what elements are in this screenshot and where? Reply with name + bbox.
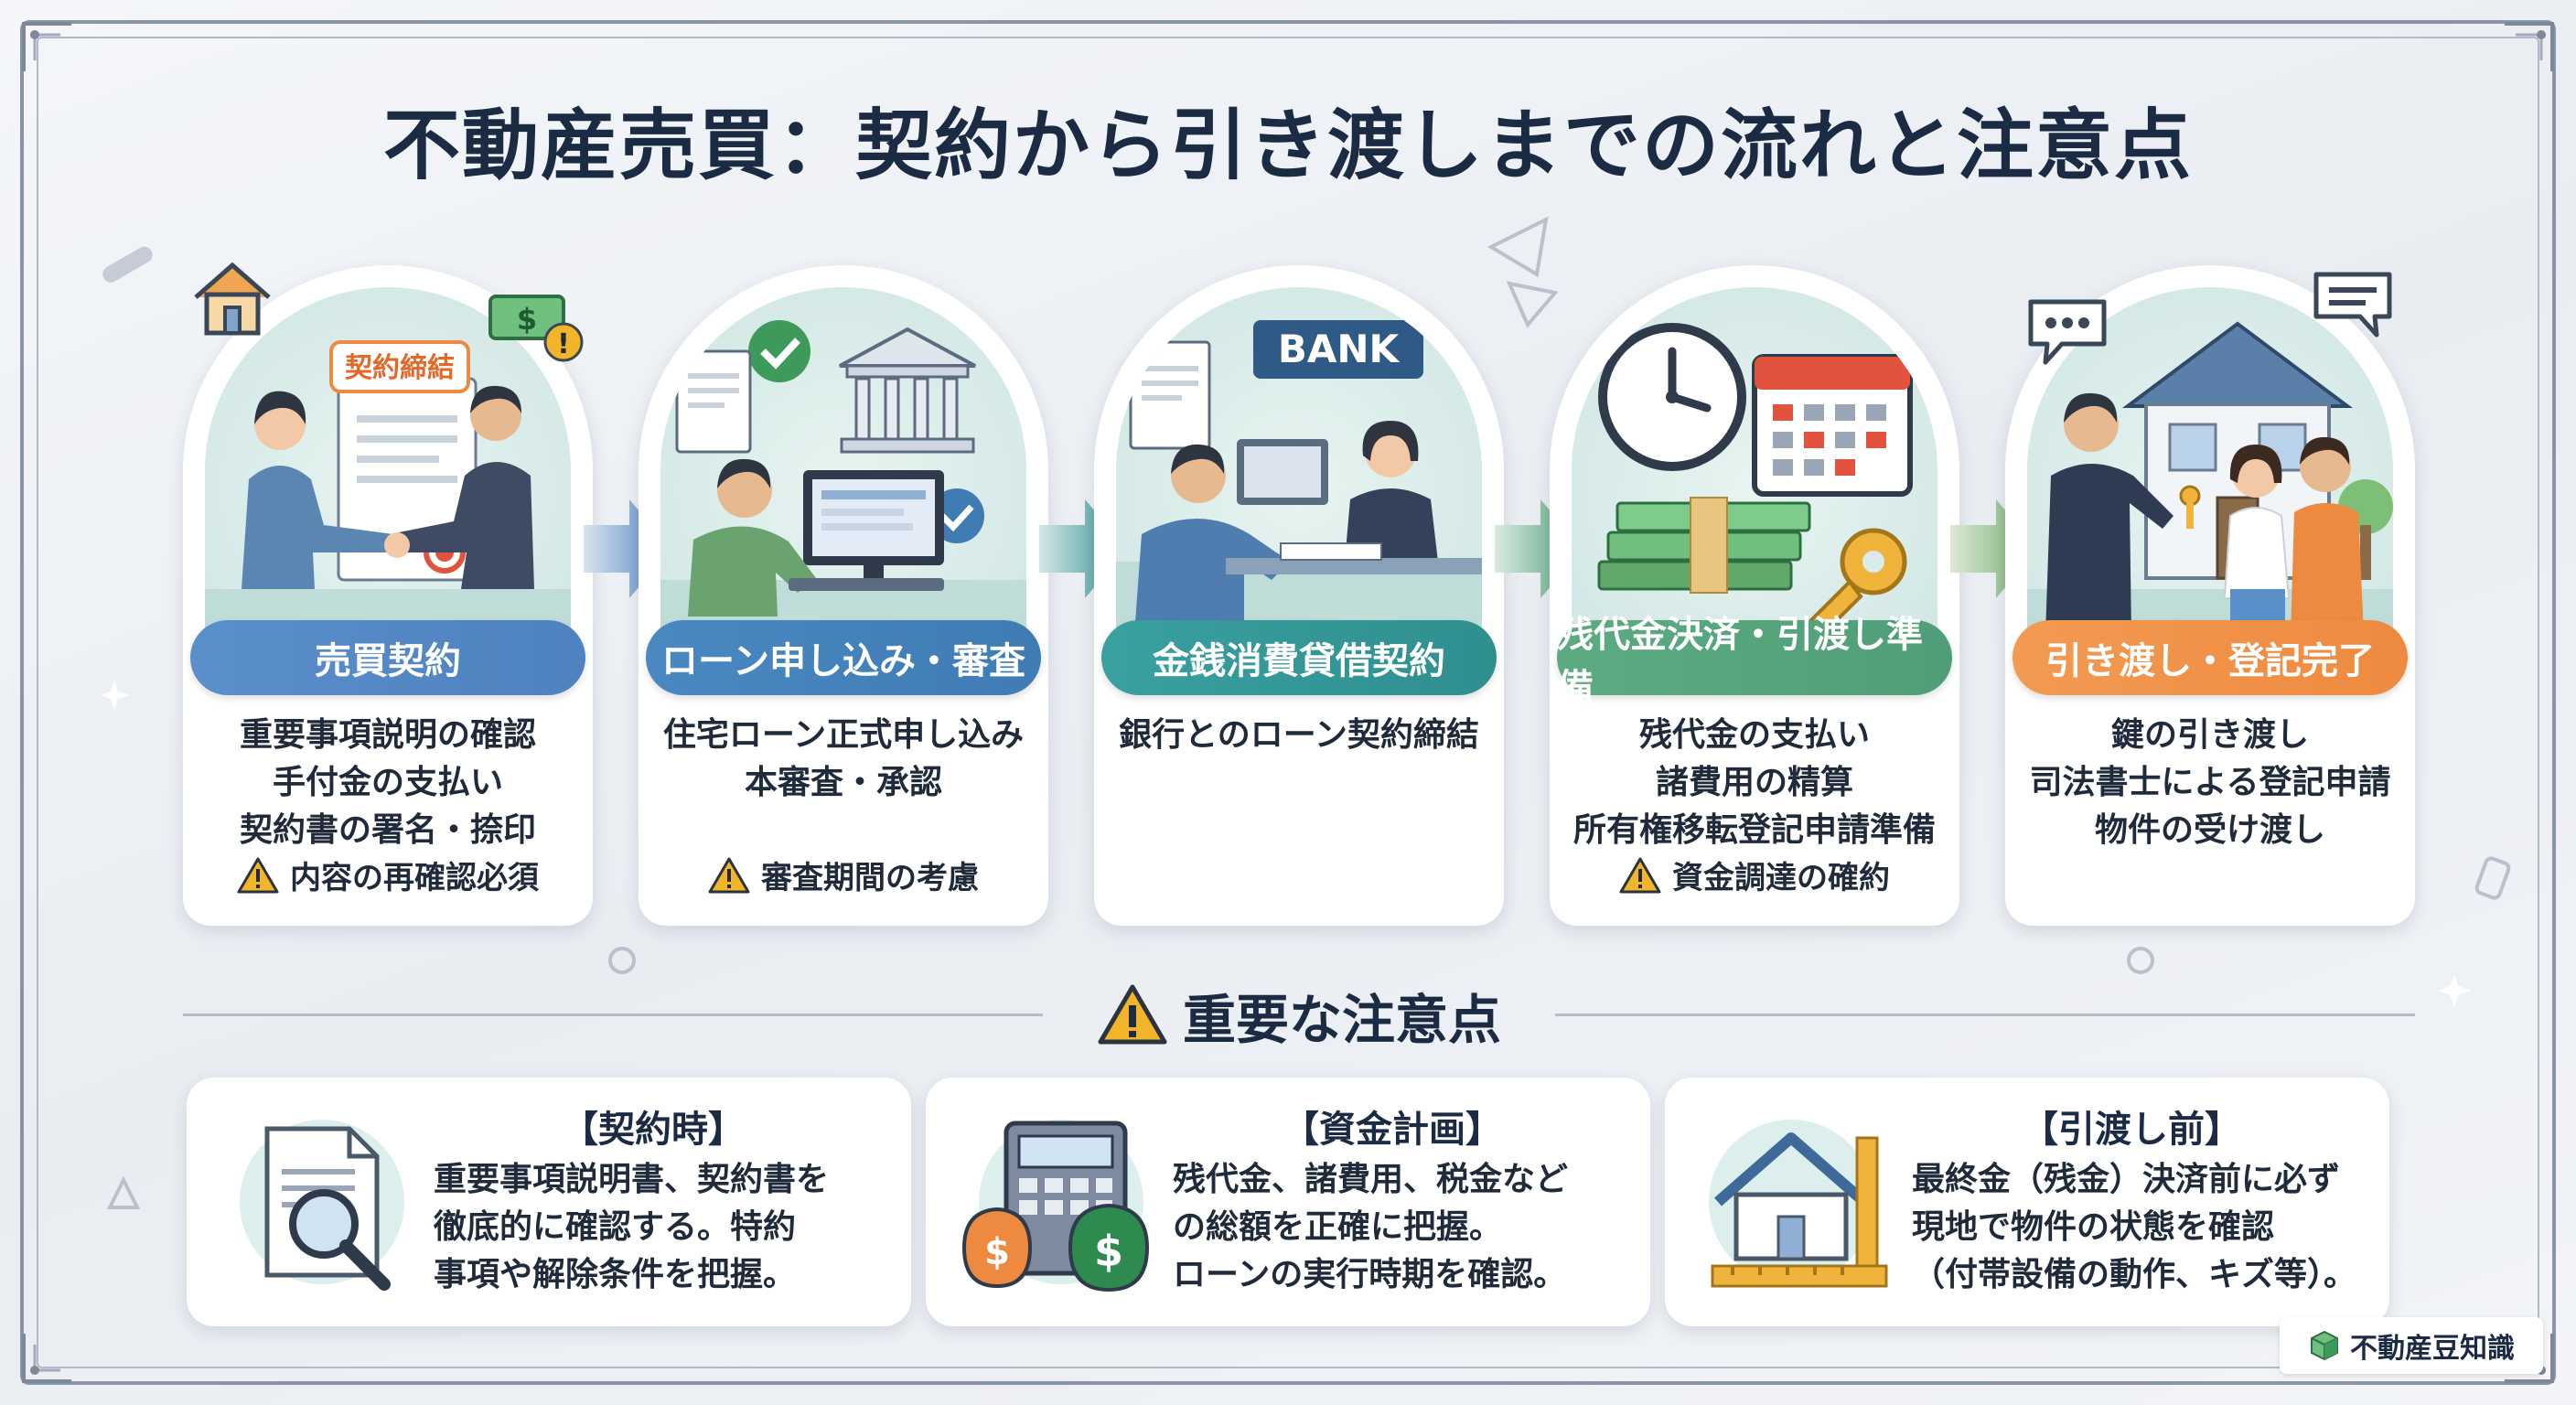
step-item: 手付金の支払い — [272, 764, 503, 801]
deco-rounded-rect — [2474, 856, 2511, 900]
step-items-handover: 鍵の引き渡し 司法書士による登記申請 物件の受け渡し — [2005, 712, 2415, 854]
tip-line: の総額を正確に把握。 — [1173, 1208, 1503, 1246]
brand-badge-text: 不動産豆知識 — [2350, 1333, 2515, 1365]
handover-illustration — [2027, 287, 2393, 653]
step-label-handover-text: 引き渡し・登記完了 — [2045, 640, 2375, 682]
step-item: 鍵の引き渡し — [2110, 716, 2309, 754]
step-item: 本審査・承認 — [744, 764, 942, 801]
corner-ornament-top-right — [2496, 16, 2560, 80]
cube-logo-icon — [2308, 1329, 2341, 1362]
step-card-loan-agreement: BANK 金銭消費貸借契約 銀行とのローン契約締結 — [1094, 265, 1504, 926]
tip-line: 徹底的に確認する。特約 — [434, 1208, 797, 1246]
deco-pill-shape — [102, 246, 153, 283]
step-note-settlement: 資金調達の確約 — [1550, 853, 1959, 897]
tip-title: 【資金計画】 — [1283, 1109, 1502, 1151]
section-divider-left — [183, 1014, 1043, 1016]
svg-text:!: ! — [557, 328, 570, 360]
bank-sign-text: BANK — [1278, 327, 1401, 371]
deco-sparkle-left — [100, 681, 129, 710]
settlement-illustration — [1572, 287, 1937, 653]
tip-line: 事項や解除条件を把握。 — [434, 1256, 797, 1293]
step-label-loan-application: ローン申し込み・審査 — [646, 620, 1041, 695]
warning-icon — [1097, 983, 1168, 1047]
step-label-contract: 売買契約 — [190, 620, 585, 695]
section-divider-right — [1555, 1014, 2415, 1016]
step-card-handover: 引き渡し・登記完了 鍵の引き渡し 司法書士による登記申請 物件の受け渡し — [2005, 265, 2415, 926]
step-note-contract: 内容の再確認必須 — [183, 853, 593, 897]
inner-frame — [37, 37, 2539, 1368]
step-label-loan-agreement-text: 金銭消費貸借契約 — [1153, 640, 1445, 682]
brand-badge: 不動産豆知識 — [2280, 1317, 2543, 1374]
svg-text:$: $ — [517, 302, 537, 337]
tip-card-contract: 【契約時】 重要事項説明書、契約書を 徹底的に確認する。特約 事項や解除条件を把… — [187, 1078, 911, 1326]
deco-sparkle-right — [2437, 973, 2472, 1008]
speech-bubble-lines-icon — [2313, 272, 2392, 338]
step-label-loan-application-text: ローン申し込み・審査 — [661, 640, 1025, 682]
step-items-loan-agreement: 銀行とのローン契約締結 — [1094, 712, 1504, 759]
corner-ornament-bottom-left — [16, 1325, 80, 1389]
tip-line: 重要事項説明書、契約書を — [434, 1161, 830, 1198]
step-label-handover: 引き渡し・登記完了 — [2012, 620, 2408, 695]
loan-application-illustration — [660, 287, 1026, 653]
money-alert-icon: $ ! — [488, 295, 584, 362]
deco-circle-right — [2127, 947, 2154, 974]
step-card-settlement: 残代金決済・引渡し準備 残代金の支払い 諸費用の精算 所有権移転登記申請準備 資… — [1550, 265, 1959, 926]
step-item: 物件の受け渡し — [2094, 811, 2325, 849]
step-label-settlement: 残代金決済・引渡し準備 — [1557, 614, 1952, 709]
tip-body: 重要事項説明書、契約書を 徹底的に確認する。特約 事項や解除条件を把握。 — [434, 1156, 900, 1299]
tip-line: ローンの実行時期を確認。 — [1173, 1256, 1567, 1293]
step-card-loan-application: ローン申し込み・審査 住宅ローン正式申し込み 本審査・承認 審査期間の考慮 — [639, 265, 1048, 926]
tip-line: 残代金、諸費用、税金など — [1173, 1161, 1569, 1198]
step-items-loan-application: 住宅ローン正式申し込み 本審査・承認 — [639, 712, 1048, 807]
step-item: 契約書の署名・捺印 — [239, 811, 536, 849]
tip-title: 【引渡し前】 — [2022, 1109, 2241, 1151]
step-item: 所有権移転登記申請準備 — [1572, 811, 1936, 849]
speech-bubble-dots-icon — [2028, 299, 2107, 365]
step-item: 住宅ローン正式申し込み — [662, 716, 1025, 754]
house-icon — [194, 262, 271, 336]
step-item: 重要事項説明の確認 — [239, 716, 536, 754]
outer-frame — [20, 20, 2556, 1385]
tip-card-before-handover: 【引渡し前】 最終金（残金）決済前に必ず 現地で物件の状態を確認 （付帯設備の動… — [1665, 1078, 2389, 1326]
step-item: 残代金の支払い — [1638, 716, 1870, 754]
tip-line: 現地で物件の状態を確認 — [1912, 1208, 2275, 1246]
step-note-text: 内容の再確認必須 — [290, 860, 539, 896]
step-card-contract: 契約締結 $ ! 売買契約 重要事項説明の確認 手付金の支払い 契約書の署名・捺… — [183, 262, 593, 926]
step-note-text: 審査期間の考慮 — [761, 860, 979, 896]
tip-line: （付帯設備の動作、キズ等）。 — [1912, 1256, 2357, 1293]
svg-text:$: $ — [1094, 1227, 1123, 1276]
deco-circle — [608, 947, 636, 974]
svg-text:$: $ — [984, 1231, 1010, 1273]
step-items-contract: 重要事項説明の確認 手付金の支払い 契約書の署名・捺印 — [183, 712, 593, 854]
tip-card-funding: $ $ 【資金計画】 残代金、諸費用、税金など の総額を正確に把握。 ローンの実… — [926, 1078, 1650, 1326]
step-note-text: 資金調達の確約 — [1672, 860, 1890, 896]
step-label-contract-text: 売買契約 — [315, 640, 461, 682]
step-item: 司法書士による登記申請 — [2029, 764, 2391, 801]
document-magnifier-icon — [221, 1110, 423, 1293]
warning-icon — [237, 856, 279, 895]
tip-title: 【契約時】 — [562, 1109, 745, 1151]
step-item: 諸費用の精算 — [1655, 764, 1853, 801]
contract-tag-text: 契約締結 — [345, 352, 455, 384]
section-heading: 重要な注意点 — [1079, 977, 1519, 1054]
section-heading-text: 重要な注意点 — [1182, 989, 1501, 1051]
tip-body: 残代金、諸費用、税金など の総額を正確に把握。 ローンの実行時期を確認。 — [1173, 1156, 1639, 1299]
bank-counter-illustration: BANK — [1116, 287, 1482, 653]
deco-triangle-small — [106, 1175, 141, 1209]
tip-line: 最終金（残金）決済前に必ず — [1912, 1161, 2341, 1198]
step-note-loan-application: 審査期間の考慮 — [639, 853, 1048, 897]
deco-triangles — [1487, 216, 1559, 328]
warning-icon — [708, 856, 750, 895]
tip-body: 最終金（残金）決済前に必ず 現地で物件の状態を確認 （付帯設備の動作、キズ等）。 — [1912, 1156, 2378, 1299]
house-ruler-icon — [1700, 1110, 1901, 1293]
corner-ornament-top-left — [16, 16, 80, 80]
step-item: 銀行とのローン契約締結 — [1119, 716, 1479, 754]
step-label-settlement-text: 残代金決済・引渡し準備 — [1557, 614, 1923, 709]
warning-icon — [1619, 856, 1661, 895]
step-items-settlement: 残代金の支払い 諸費用の精算 所有権移転登記申請準備 — [1550, 712, 1959, 854]
page-title: 不動産売買：契約から引き渡しまでの流れと注意点 — [382, 101, 2193, 190]
step-label-loan-agreement: 金銭消費貸借契約 — [1101, 620, 1497, 695]
calculator-moneybag-icon: $ $ — [961, 1110, 1162, 1293]
